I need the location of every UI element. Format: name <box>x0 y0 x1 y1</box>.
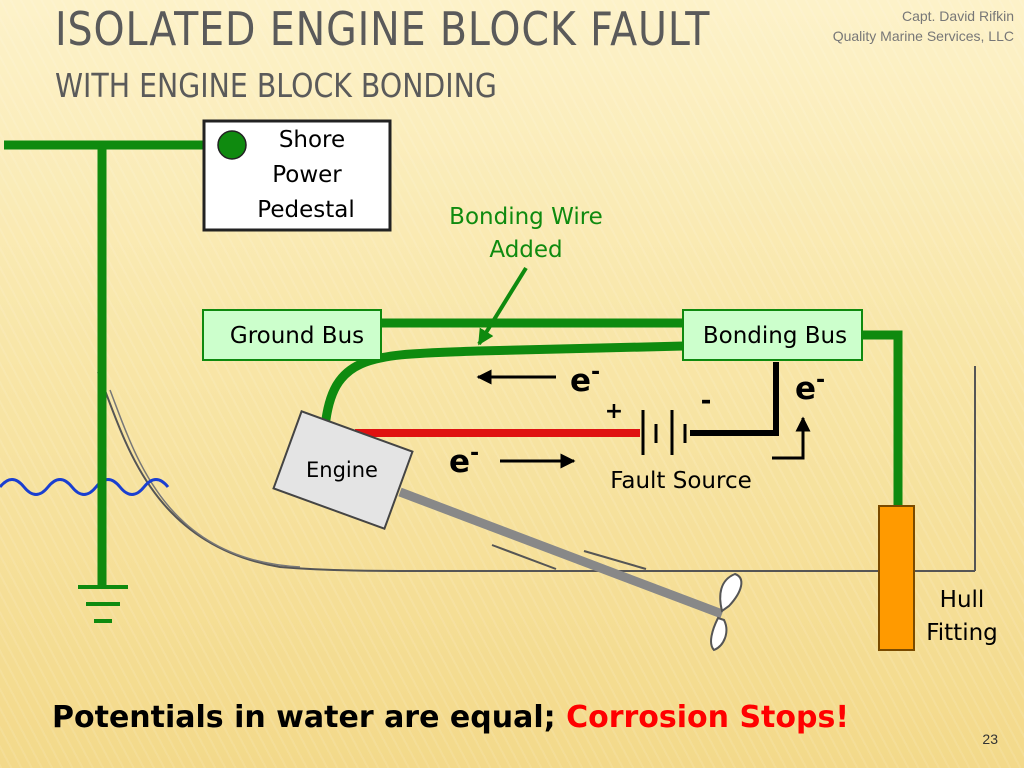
ground-bus-box <box>202 309 382 361</box>
battery-minus-label: - <box>701 386 712 416</box>
conclusion-text: Potentials in water are equal; Corrosion… <box>52 700 849 735</box>
conclusion-statement: Potentials in water are equal; <box>52 700 556 735</box>
author-name: Capt. David Rifkin <box>901 8 1014 24</box>
hull-outline <box>97 371 421 572</box>
electron-label-right: e- <box>795 368 825 407</box>
hull-fitting-label-1: Hull <box>940 587 985 613</box>
battery-plus-label: + <box>605 399 623 424</box>
fault-return-wire <box>690 362 779 436</box>
shore-power-label-2: Power <box>272 162 342 188</box>
bonding-bus-label: Bonding Bus <box>703 323 847 349</box>
slide-title: ISOLATED ENGINE BLOCK FAULT <box>55 2 711 56</box>
water-line <box>0 478 170 496</box>
hull-fitting <box>878 505 915 651</box>
propeller-blade-top <box>719 572 743 613</box>
bonding-bus-to-hull-wire <box>862 330 903 506</box>
slide-number: 23 <box>982 731 998 747</box>
bonding-wire-label-1: Bonding Wire <box>449 204 603 230</box>
engine-block <box>272 410 414 530</box>
shore-power-label-1: Shore <box>279 127 345 153</box>
author-block: Capt. David Rifkin Quality Marine Servic… <box>833 6 1014 46</box>
bonding-bus-box <box>682 309 863 361</box>
propeller-shaft <box>398 487 724 619</box>
shaft-log-bottom <box>583 550 647 570</box>
shaft-log-top <box>491 544 557 570</box>
author-company: Quality Marine Services, LLC <box>832 28 1014 44</box>
bonding-wire-label-2: Added <box>489 237 562 263</box>
hull-fitting-label-2: Fitting <box>926 620 998 646</box>
shore-power-label-3: Pedestal <box>257 197 354 223</box>
electron-label-lower: e- <box>449 441 479 480</box>
shore-power-outlet <box>217 130 247 160</box>
engine-label: Engine <box>306 458 378 482</box>
propeller-blade-bottom <box>710 616 728 652</box>
bonding-wire-pointer-arrow <box>477 266 528 346</box>
ground-bus-label: Ground Bus <box>230 323 364 349</box>
fault-return-arrow <box>772 416 811 460</box>
conclusion-highlight: Corrosion Stops! <box>566 700 850 735</box>
hull-outline-inner <box>109 389 301 568</box>
slide-subtitle: WITH ENGINE BLOCK BONDING <box>55 66 497 105</box>
electron-label-upper: e- <box>570 360 600 399</box>
fault-source-label: Fault Source <box>610 468 752 494</box>
